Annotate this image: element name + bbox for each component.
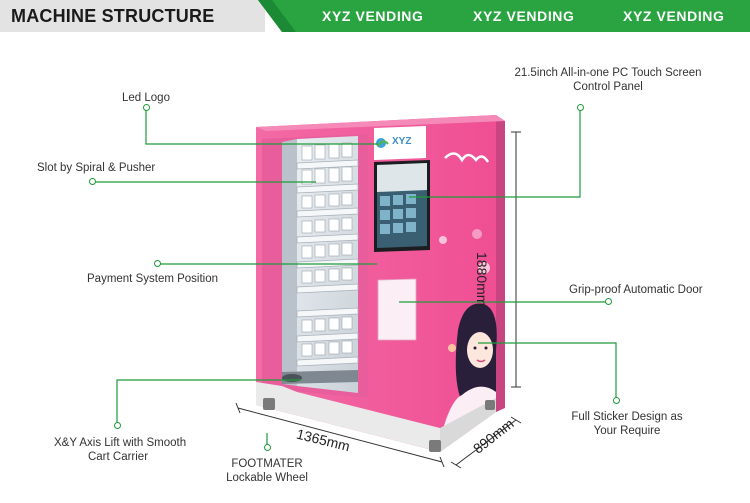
label-lift-line2: Cart Carrier [87, 451, 149, 463]
callout-dot-slot [89, 178, 96, 185]
dimension-height: 1880mm [474, 252, 490, 307]
machine-base [256, 382, 440, 452]
label-screen-line2: Control Panel [573, 81, 643, 93]
callout-dot-led-logo [143, 104, 150, 111]
label-footmater: FOOTMATER Lockable Wheel [214, 457, 320, 485]
label-sticker: Full Sticker Design as Your Require [560, 410, 694, 438]
label-payment: Payment System Position [87, 273, 219, 285]
callout-dot-sticker [613, 397, 620, 404]
dimension-lines [235, 131, 522, 469]
brand-word-1: XYZ VENDING [322, 8, 424, 24]
label-sticker-line1: Full Sticker Design as [571, 411, 683, 423]
wheels [263, 398, 495, 452]
header-green-band [258, 0, 750, 32]
callout-lines [92, 108, 617, 448]
callout-dot-lift [114, 422, 121, 429]
label-door: Grip-proof Automatic Door [569, 284, 703, 296]
label-footmater-line2: Lockable Wheel [226, 472, 308, 484]
label-sticker-line2: Your Require [593, 425, 661, 437]
machine-side [496, 115, 505, 412]
label-lift: X&Y Axis Lift with Smooth Cart Carrier [54, 436, 187, 464]
callout-dot-door [605, 298, 612, 305]
products [301, 142, 353, 357]
header-banner: MACHINE STRUCTURE XYZ VENDING XYZ VENDIN… [0, 0, 750, 32]
brand-word-3: XYZ VENDING [623, 8, 725, 24]
label-slot: Slot by Spiral & Pusher [37, 162, 156, 174]
label-screen: 21.5inch All-in-one PC Touch Screen Cont… [502, 66, 714, 94]
header-title-panel [0, 0, 265, 32]
callout-dot-footmater [264, 444, 271, 451]
logo-panel [374, 126, 426, 160]
label-footmater-line1: FOOTMATER [231, 458, 303, 470]
callout-dot-payment [154, 260, 161, 267]
label-screen-line1: 21.5inch All-in-one PC Touch Screen [514, 67, 702, 79]
label-led-logo: Led Logo [122, 92, 170, 104]
label-lift-line1: X&Y Axis Lift with Smooth [54, 437, 187, 449]
sticker-art [439, 229, 490, 352]
brand-word-2: XYZ VENDING [473, 8, 575, 24]
pickup-door [377, 278, 417, 341]
callout-dot-screen [577, 104, 584, 111]
machine-logo-text: XYZ [392, 136, 412, 147]
page-title: MACHINE STRUCTURE [11, 6, 215, 26]
